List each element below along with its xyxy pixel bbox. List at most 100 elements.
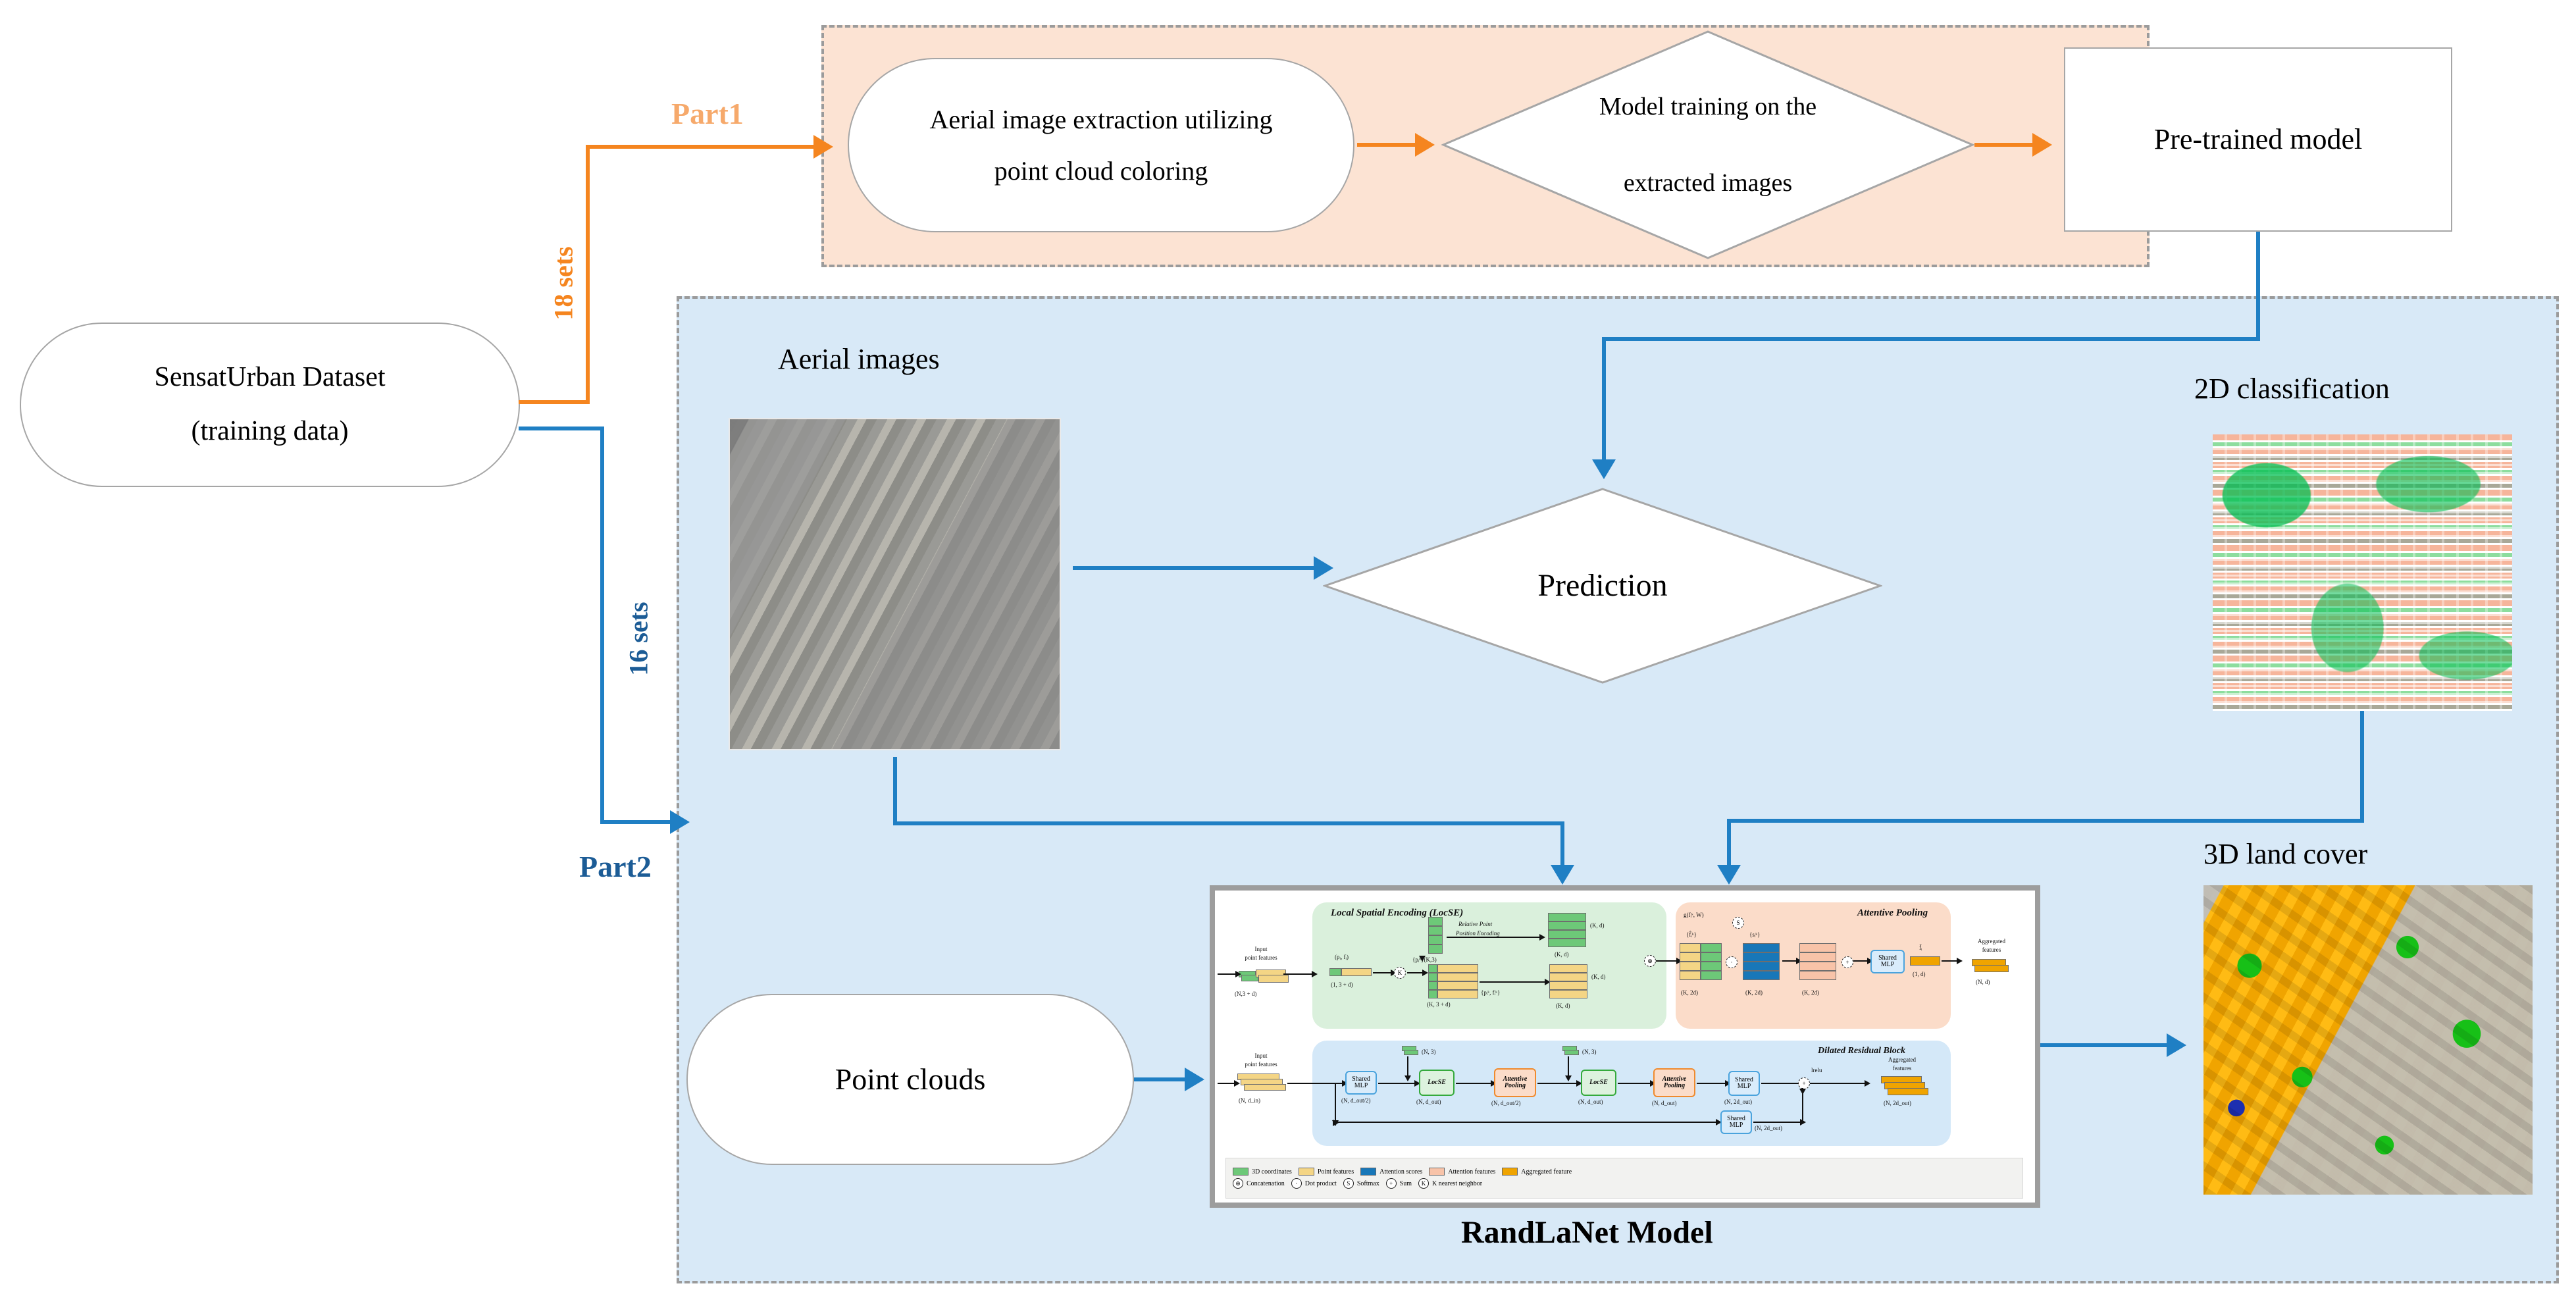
diamond-shape-prediction <box>1323 488 1882 684</box>
swatch-attention-features <box>1429 1168 1445 1176</box>
label-16-sets: 16 sets <box>619 573 658 704</box>
blue-arrowhead-part2 <box>670 810 690 834</box>
dim-p-k-hat: (K, d) <box>1590 922 1605 929</box>
input-point-features-line2-top: point features <box>1245 954 1277 961</box>
blue-arrowhead-randlanet-left <box>1551 865 1574 885</box>
dim-n3-a: (N, 3) <box>1422 1048 1436 1055</box>
locse-group <box>1312 902 1666 1029</box>
node-dataset-line2: (training data) <box>191 416 349 446</box>
dim-kd-lower: (K, d) <box>1556 1002 1570 1009</box>
concatenation-icon: ⊕ <box>1233 1178 1243 1189</box>
shared-mlp-label-1: Shared MLP <box>1352 1075 1370 1089</box>
dim-pk-fk: {pᵢᵏ, fᵢᵏ} <box>1481 989 1501 996</box>
sum-op-icon-top: + <box>1842 956 1853 968</box>
legend-item-softmax: S Softmax <box>1343 1178 1379 1189</box>
orange-arrowhead-part1 <box>813 135 833 159</box>
dot-product-icon: · <box>1291 1178 1302 1189</box>
randlanet-architecture-panel: Local Spatial Encoding (LocSE) Attentive… <box>1210 885 2040 1208</box>
dim-locse2: (N, d_out) <box>1578 1099 1603 1105</box>
legend-label-dot-product: Dot product <box>1304 1179 1337 1187</box>
legend-label-3d-coordinates: 3D coordinates <box>1252 1168 1292 1176</box>
blue-connector-vertical-down <box>600 427 604 824</box>
diamond-shape <box>1441 30 1974 259</box>
title-3d-land-cover: 3D land cover <box>2203 838 2368 870</box>
dim-fk-hat: {f̂ᵢᵏ} <box>1686 931 1697 938</box>
title-randlanet-model: RandLaNet Model <box>1461 1215 1713 1250</box>
shared-mlp-label-top: Shared MLP <box>1878 954 1897 968</box>
locse-title: Local Spatial Encoding (LocSE) <box>1331 908 1464 918</box>
attentive-pooling-title: Attentive Pooling <box>1857 908 1928 918</box>
concatenation-op-icon: ⊕ <box>1644 955 1656 967</box>
blue-connector-into-randlanet-right <box>1727 819 1731 867</box>
legend-item-dot-product: · Dot product <box>1291 1178 1337 1189</box>
dim-n3-b: (N, 3) <box>1582 1048 1597 1055</box>
node-pretrained-label: Pre-trained model <box>2153 123 2363 156</box>
orange-arrowhead-pretrained <box>2032 133 2052 157</box>
dim-ap2: (N, d_out) <box>1652 1100 1677 1106</box>
legend-label-point-features: Point features <box>1317 1168 1354 1176</box>
legend-label-attention-scores: Attention scores <box>1379 1168 1423 1176</box>
aggregated-bar-top <box>1910 956 1940 966</box>
dim-point-pair: (pᵢ, fᵢ) <box>1335 954 1349 960</box>
blue-connector-into-randlanet-left <box>1560 821 1564 867</box>
aggregated-features-line2-bottom: features <box>1892 1065 1912 1072</box>
dim-k2d-a: (K, 2d) <box>1681 989 1698 996</box>
orange-connector-horizontal-to-part1 <box>586 145 816 149</box>
legend-item-point-features: Point features <box>1298 1168 1354 1176</box>
legend-label-softmax: Softmax <box>1356 1179 1379 1187</box>
node-point-clouds[interactable]: Point clouds <box>686 994 1134 1165</box>
blue-connector-aerial-to-prediction <box>1073 566 1316 570</box>
title-aerial-images: Aerial images <box>778 343 940 375</box>
blue-connector-pointclouds-to-randlanet <box>1134 1077 1188 1081</box>
dim-n-d-top: (N, d) <box>1976 979 1990 985</box>
legend-label-aggregated-feature: Aggregated feature <box>1521 1168 1572 1176</box>
shared-mlp-box-2: Shared MLP <box>1728 1071 1760 1096</box>
legend-item-3d-coordinates: 3D coordinates <box>1233 1168 1292 1176</box>
orange-connector-vertical <box>586 145 590 404</box>
node-training-line1: Model training on the <box>1599 92 1817 120</box>
blue-arrowhead-randlanet-in <box>1185 1068 1204 1091</box>
knn-icon: K <box>1418 1178 1430 1189</box>
input-point-features-line1-bottom: Input <box>1254 1052 1268 1059</box>
node-pre-trained-model[interactable]: Pre-trained model <box>2064 47 2452 232</box>
relative-point-line1: Relative Point <box>1458 921 1493 927</box>
blue-connector-down-to-prediction <box>1602 337 1606 462</box>
node-training-line2: extracted images <box>1623 169 1793 197</box>
dim-mlp2: (N, 2d_out) <box>1724 1099 1752 1105</box>
blue-connector-class2d-left <box>1727 819 2364 823</box>
dot-product-op-icon: · <box>1726 956 1738 968</box>
blue-connector-horizontal-to-part2 <box>600 820 673 824</box>
dim-sk: {sᵢᵏ} <box>1749 931 1761 938</box>
node-aerial-image-extraction[interactable]: Aerial image extraction utilizing point … <box>848 58 1354 232</box>
legend-label-sum: Sum <box>1399 1179 1412 1187</box>
orange-connector-horizontal-from-dataset <box>519 400 590 404</box>
attentive-pooling-box-2: Attentive Pooling <box>1653 1068 1695 1097</box>
shared-mlp-box-top: Shared MLP <box>1870 950 1905 973</box>
shared-mlp-box-skip: Shared MLP <box>1720 1110 1752 1134</box>
legend-label-attention-features: Attention features <box>1448 1168 1496 1176</box>
node-sensaturban-dataset[interactable]: SensatUrban Dataset (training data) <box>20 323 520 487</box>
swatch-aggregated-feature <box>1502 1168 1518 1176</box>
blue-arrowhead-landcover <box>2167 1033 2186 1057</box>
input-point-features-line1-top: Input <box>1254 946 1268 952</box>
node-prediction[interactable]: Prediction <box>1323 487 1882 685</box>
label-part1: Part1 <box>671 97 744 130</box>
label-18-sets: 18 sets <box>544 217 583 349</box>
legend-item-aggregated-feature: Aggregated feature <box>1502 1168 1572 1176</box>
swatch-attention-scores <box>1360 1168 1377 1176</box>
node-model-training[interactable]: Model training on the extracted images <box>1441 30 1974 260</box>
legend-swatch-row: 3D coordinates Point features Attention … <box>1233 1168 2016 1176</box>
node-extraction-line2: point cloud coloring <box>994 155 1208 186</box>
dim-kd-right: (K, d) <box>1555 951 1569 958</box>
dim-locse1: (N, d_out) <box>1416 1099 1441 1105</box>
orange-connector-extraction-to-training <box>1357 143 1418 147</box>
dim-agg-out: (N, 2d_out) <box>1884 1100 1911 1106</box>
randlanet-legend: 3D coordinates Point features Attention … <box>1225 1158 2023 1199</box>
classification-2d-thumbnail <box>2213 434 2512 711</box>
sum-icon: + <box>1385 1178 1397 1189</box>
aerial-image-thumbnail <box>729 418 1061 750</box>
dim-fk: (K, d) <box>1591 973 1606 980</box>
dim-lrelu: lrelu <box>1811 1067 1822 1074</box>
locse-label-2: LocSE <box>1589 1078 1608 1086</box>
node-pointclouds-label: Point clouds <box>835 1062 986 1097</box>
